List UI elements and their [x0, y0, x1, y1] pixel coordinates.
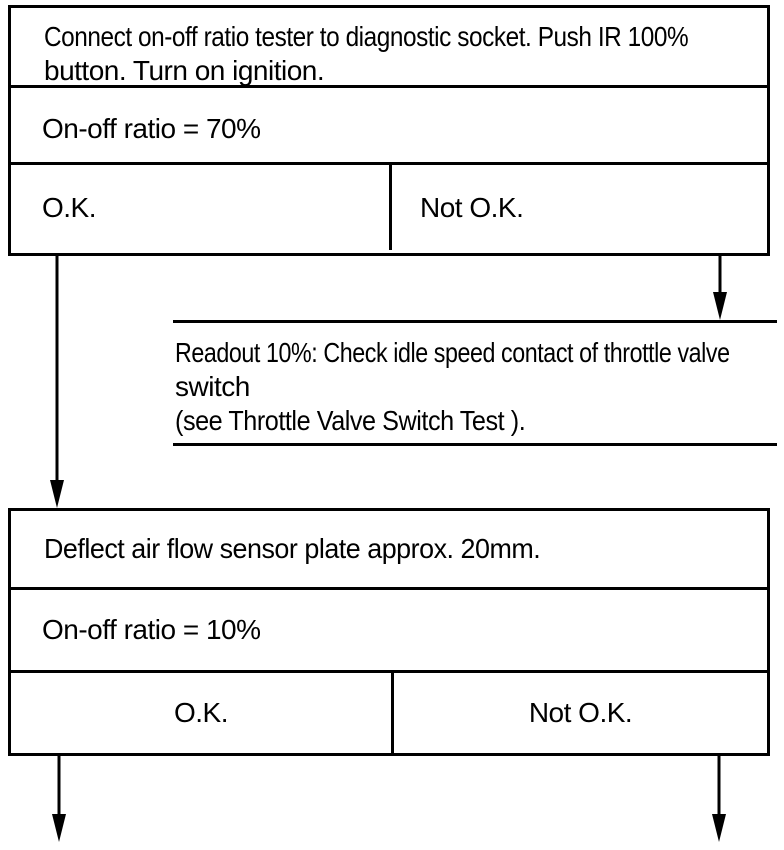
step1-result-row: O.K. Not O.K.	[11, 165, 767, 250]
step1-ok-cell: O.K.	[11, 165, 392, 250]
step2-not-ok-cell: Not O.K.	[394, 673, 767, 753]
step2-result-row: O.K. Not O.K.	[11, 673, 767, 753]
step2-ok-down-arrow-icon	[52, 756, 66, 842]
step1-box: Connect on-off ratio tester to diagnosti…	[8, 5, 770, 256]
note-line-2: switch	[175, 371, 250, 402]
step1-instruction-line-2: button. Turn on ignition.	[44, 55, 325, 86]
step1-instruction-row: Connect on-off ratio tester to diagnosti…	[11, 8, 767, 88]
step1-not-ok-cell: Not O.K.	[392, 165, 767, 250]
step2-instruction-text: Deflect air flow sensor plate approx. 20…	[44, 533, 541, 564]
step1-not-ok-label: Not O.K.	[420, 191, 524, 223]
step2-condition-row: On-off ratio = 10%	[11, 590, 767, 673]
step2-condition-text: On-off ratio = 10%	[42, 614, 261, 645]
step1-ok-down-arrow-icon	[50, 256, 64, 508]
step2-instruction-row: Deflect air flow sensor plate approx. 20…	[11, 511, 767, 590]
step2-not-ok-label: Not O.K.	[528, 697, 633, 728]
step2-ok-cell: O.K.	[11, 673, 394, 753]
step1-condition-text: On-off ratio = 70%	[42, 113, 261, 144]
step2-box: Deflect air flow sensor plate approx. 20…	[8, 508, 770, 756]
step2-ok-label: O.K.	[173, 697, 229, 728]
step2-not-ok-down-arrow-icon	[712, 756, 726, 842]
note-line-1: Readout 10%: Check idle speed contact of…	[175, 337, 730, 368]
step1-not-ok-down-arrow-icon	[713, 256, 727, 320]
step1-condition-row: On-off ratio = 70%	[11, 88, 767, 165]
step1-ok-label: O.K.	[42, 191, 97, 223]
note-line-3: (see Throttle Valve Switch Test ).	[175, 405, 526, 436]
step1-instruction-line-1: Connect on-off ratio tester to diagnosti…	[44, 21, 689, 52]
not-ok-note-block: Readout 10%: Check idle speed contact of…	[173, 320, 777, 446]
